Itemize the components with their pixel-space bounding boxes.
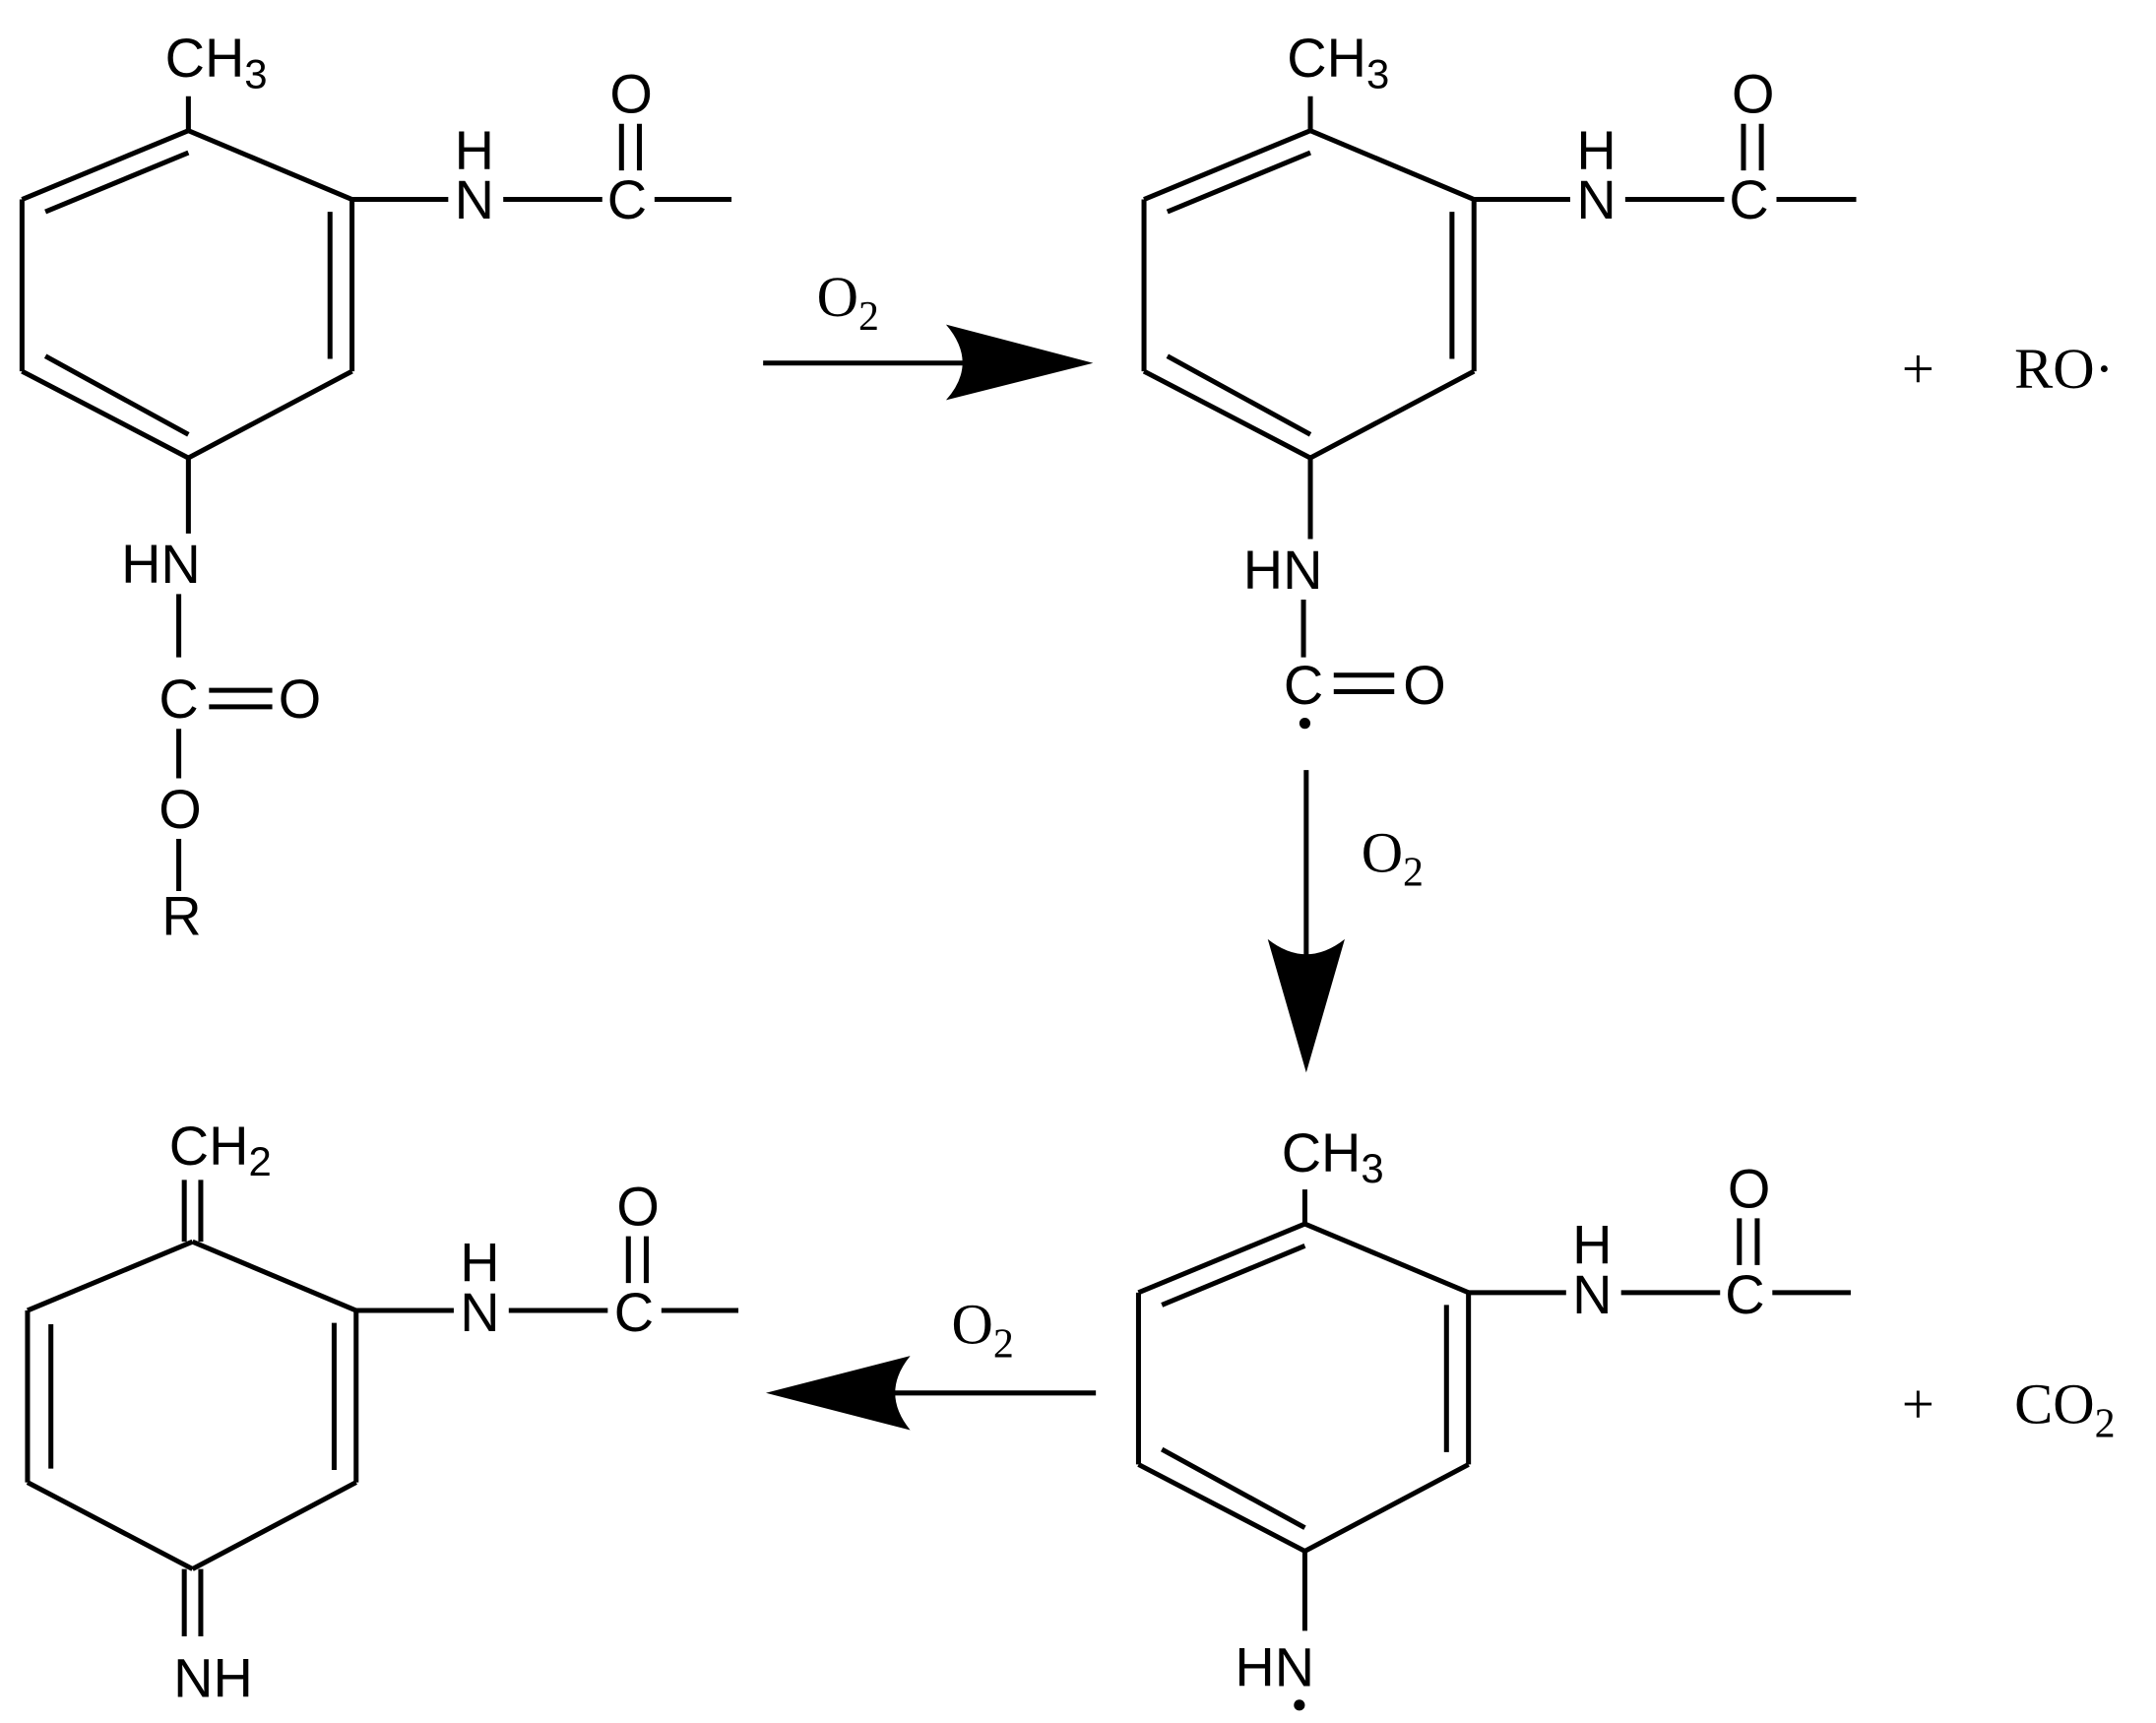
- benzene-ring: [1141, 128, 1477, 461]
- molecule-quinone-imine-methide: CH2 H N C O NH: [25, 1115, 739, 1708]
- urethane-o-label: O: [279, 668, 321, 730]
- plus-sign-ro: +: [1902, 337, 1934, 401]
- r-group-label: R: [161, 885, 201, 947]
- amide-n-label: N: [455, 168, 494, 230]
- quinoid-ring: [25, 1239, 359, 1571]
- amide-c-label: C: [614, 1281, 654, 1343]
- amide-h-label: H: [455, 119, 494, 181]
- molecule-urethane: CH3 H N C O HN C O O R: [19, 27, 732, 947]
- benzene-ring: [1135, 1221, 1472, 1554]
- methyl-label: CH3: [1282, 1121, 1384, 1191]
- aminyl-hn-label: HN: [1235, 1635, 1314, 1697]
- reaction-arrow-1: [763, 324, 1094, 401]
- ester-o-label: O: [159, 778, 201, 840]
- amide-n-label: N: [460, 1281, 499, 1343]
- amide-o-label: O: [616, 1175, 659, 1237]
- urethane-c-label: C: [159, 668, 198, 730]
- amide-c-label: C: [1729, 168, 1768, 230]
- amide-c-label: C: [1725, 1263, 1764, 1325]
- arrowhead: [945, 324, 1094, 401]
- radical-dot: [1299, 718, 1311, 730]
- oxygen-reagent-2: O2: [1362, 820, 1424, 895]
- amide-h-label: H: [460, 1232, 499, 1294]
- carbamoyl-c-label: C: [1284, 654, 1323, 716]
- radical-dot: [1294, 1699, 1305, 1711]
- amide-o-label: O: [1728, 1157, 1770, 1219]
- arrowhead: [1267, 938, 1345, 1073]
- oxygen-reagent-3: O2: [952, 1293, 1014, 1368]
- amide-o-label: O: [1732, 63, 1774, 125]
- carbamoyl-hn-label: HN: [1243, 539, 1323, 601]
- amide-n-label: N: [1576, 168, 1616, 230]
- methyl-label: CH3: [165, 27, 268, 96]
- amide-o-label: O: [609, 63, 652, 125]
- oxygen-reagent-1: O2: [817, 265, 879, 340]
- amide-h-label: H: [1576, 119, 1616, 181]
- methyl-label: CH3: [1287, 27, 1389, 96]
- benzene-ring: [19, 128, 355, 461]
- reaction-arrow-3: [765, 1356, 1097, 1431]
- plus-sign-co2: +: [1902, 1372, 1934, 1436]
- molecule-carbamoyl-radical: CH3 H N C O HN C O: [1141, 27, 1857, 730]
- molecule-aminyl-radical: CH3 H N C O HN: [1135, 1121, 1851, 1711]
- amide-c-label: C: [607, 168, 647, 230]
- arrowhead: [765, 1356, 911, 1431]
- methylene-label: CH2: [169, 1115, 272, 1184]
- amide-n-label: N: [1572, 1263, 1612, 1325]
- urethane-hn-label: HN: [121, 533, 201, 595]
- imine-nh-label: NH: [173, 1646, 253, 1708]
- amide-h-label: H: [1572, 1214, 1612, 1276]
- carbamoyl-o-label: O: [1403, 654, 1445, 716]
- alkoxy-radical-label: RO·: [2014, 337, 2114, 401]
- reaction-arrow-2: [1267, 770, 1345, 1073]
- carbon-dioxide-label: CO2: [2014, 1372, 2115, 1447]
